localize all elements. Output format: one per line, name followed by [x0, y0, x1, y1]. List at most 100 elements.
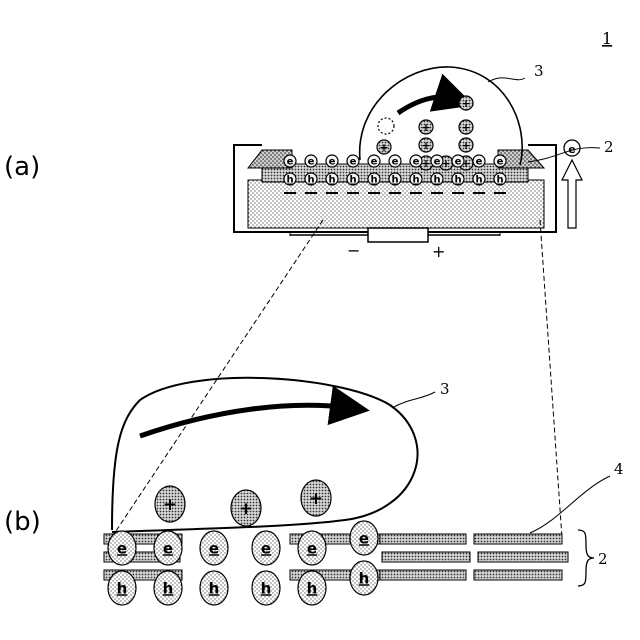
panel-b: + + + e e e e e e h h h h h h 3 4 2: [104, 378, 624, 605]
hole-label: h: [209, 579, 220, 597]
electron: e: [200, 531, 228, 565]
electron-label: e: [163, 539, 173, 557]
hole: h: [305, 173, 317, 186]
hole-label: h: [307, 579, 318, 597]
hole-label: h: [117, 579, 128, 597]
cation-label: +: [461, 97, 470, 110]
electron-label: e: [359, 529, 369, 547]
electron-label: e: [261, 539, 271, 557]
hole: h: [284, 173, 296, 186]
electron: e: [389, 155, 401, 168]
cation: +: [419, 120, 433, 134]
hole-label: h: [454, 175, 461, 186]
panel-a: +++++++++ eeeeeeeeeee hhhhhhhhhhh e 3 2 …: [234, 62, 614, 261]
brace-2: [578, 530, 594, 586]
cation-label: +: [461, 139, 470, 152]
hole: h: [452, 173, 464, 186]
leader-3b: [392, 392, 435, 408]
cation-label: +: [309, 489, 323, 509]
hole-label: h: [433, 175, 440, 186]
electron-label: e: [209, 539, 219, 557]
hole: h: [389, 173, 401, 186]
electron-label: e: [350, 157, 357, 168]
cation: +: [419, 138, 433, 152]
figure-number: 1: [602, 29, 612, 48]
hole: h: [431, 173, 443, 186]
hole-label: h: [286, 175, 293, 186]
sheet-segment: [474, 570, 562, 580]
hole-label: h: [412, 175, 419, 186]
cation-label: +: [163, 495, 177, 515]
hole-label: h: [163, 579, 174, 597]
electron-label: e: [413, 157, 420, 168]
electron-label: e: [308, 157, 315, 168]
electron-label: e: [434, 157, 441, 168]
cation: +: [459, 96, 473, 110]
cation: +: [377, 140, 391, 154]
hole-label: h: [307, 175, 314, 186]
electron: e: [284, 155, 296, 168]
cation: +: [301, 480, 331, 516]
ref-sheet: 4: [614, 460, 624, 478]
electron-label: e: [455, 157, 462, 168]
hole: h: [200, 571, 228, 605]
cation: +: [459, 138, 473, 152]
hole: h: [347, 173, 359, 186]
sheet-segment: [382, 552, 470, 562]
cation-label: +: [421, 157, 430, 170]
sheet-segment: [474, 534, 562, 544]
hole-label: h: [349, 175, 356, 186]
ref-layer-a: 2: [604, 138, 614, 156]
cation-label: +: [421, 139, 430, 152]
electron-label: e: [392, 157, 399, 168]
hole-label: h: [328, 175, 335, 186]
cation-group-b: + + +: [155, 480, 331, 526]
hole-label: h: [370, 175, 377, 186]
hole-label: h: [261, 579, 272, 597]
hole: h: [350, 561, 378, 595]
electron: e: [347, 155, 359, 168]
flow-arrow-b: [140, 405, 350, 436]
electron: e: [252, 531, 280, 565]
cation-label: +: [461, 121, 470, 134]
leader-4: [530, 476, 610, 533]
electron: e: [305, 155, 317, 168]
electron-label: e: [497, 157, 504, 168]
released-particle-a: [378, 118, 394, 134]
hole-label: h: [496, 175, 503, 186]
ref-layer-b: 2: [598, 550, 608, 568]
hole: h: [298, 571, 326, 605]
load-resistor: [290, 228, 500, 242]
hole-label: h: [475, 175, 482, 186]
hole: h: [368, 173, 380, 186]
minus-terminal: −: [347, 241, 360, 260]
electron-label: e: [117, 539, 127, 557]
hole: h: [108, 571, 136, 605]
electron: e: [326, 155, 338, 168]
ref-liquid-b: 3: [440, 380, 450, 398]
cation: +: [459, 120, 473, 134]
hole: h: [410, 173, 422, 186]
substrate-a: [248, 180, 544, 228]
electron-label: e: [307, 539, 317, 557]
cation-label: +: [421, 121, 430, 134]
cation-label: +: [379, 141, 388, 154]
cation: +: [231, 490, 261, 526]
hole: h: [154, 571, 182, 605]
sheet-segment: [478, 552, 568, 562]
electron: e: [452, 155, 464, 168]
electron-label: e: [329, 157, 336, 168]
panel-b-label: (b): [4, 507, 41, 537]
panel-a-label: (a): [4, 152, 40, 182]
electron: e: [473, 155, 485, 168]
escaping-electron: e: [564, 140, 580, 156]
plus-terminal: +: [432, 242, 445, 261]
electron: e: [350, 521, 378, 555]
leader-3a: [488, 78, 525, 82]
cation: +: [155, 486, 185, 522]
hole: h: [473, 173, 485, 186]
flow-arrow-a: [398, 97, 455, 113]
electron: e: [431, 155, 443, 168]
hole-label: h: [359, 569, 370, 587]
